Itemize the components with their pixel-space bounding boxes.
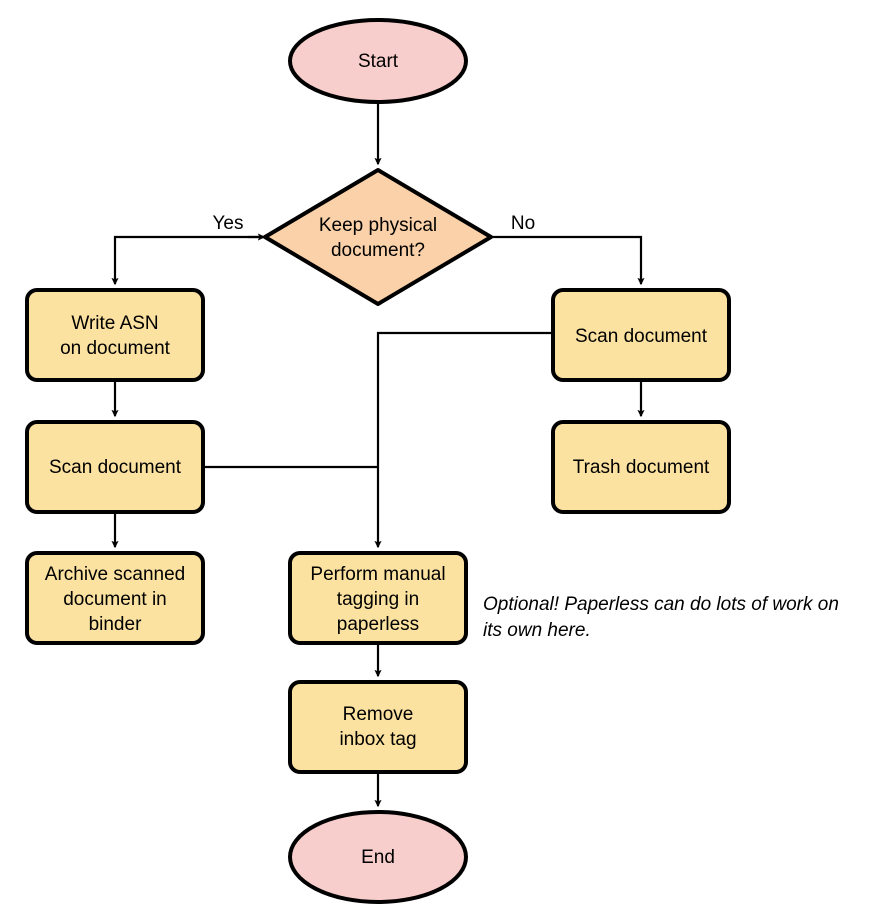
node-archive-label-line3: binder	[89, 614, 142, 635]
node-end-label: End	[361, 847, 395, 868]
annotation-optional-note: Optional! Paperless can do lots of work …	[483, 594, 839, 641]
node-end-shape[interactable]	[288, 810, 468, 904]
node-decision-label-line1: Keep physical	[319, 215, 437, 236]
edge-labels-layer: Yes No	[213, 213, 536, 234]
node-scan-document-right-label: Scan document	[575, 326, 708, 347]
node-write-asn-label-line1: Write ASN	[71, 313, 158, 334]
node-scan-document-left-label: Scan document	[49, 457, 182, 478]
node-manual-tagging[interactable]: Perform manual tagging in paperless	[288, 551, 468, 645]
node-scan-document-right[interactable]: Scan document	[551, 288, 731, 382]
node-start-shape[interactable]	[288, 18, 468, 104]
node-manual-tagging-label-line1: Perform manual	[310, 564, 445, 585]
node-write-asn-shape[interactable]	[25, 288, 205, 382]
edge-label-yes: Yes	[213, 213, 244, 234]
node-scan-document-right-shape[interactable]	[551, 288, 731, 382]
node-archive-label-line2: document in	[63, 589, 167, 610]
node-remove-inbox-tag[interactable]: Remove inbox tag	[288, 680, 468, 774]
nodes-layer: Start Keep physical document? Write ASN …	[25, 18, 731, 904]
node-archive-in-binder-shape[interactable]	[25, 551, 205, 645]
optional-note-line1: Optional! Paperless can do lots of work …	[483, 594, 839, 615]
node-remove-inbox-tag-label-line1: Remove	[343, 704, 414, 725]
edge-decision-no	[491, 235, 645, 286]
node-decision-label-line2: document?	[331, 240, 425, 261]
edge-label-no: No	[511, 213, 535, 234]
node-start[interactable]: Start	[288, 18, 468, 104]
node-start-label: Start	[358, 51, 399, 72]
optional-note-line2: its own here.	[483, 620, 591, 641]
node-decision-shape[interactable]	[263, 168, 493, 306]
node-write-asn[interactable]: Write ASN on document	[25, 288, 205, 382]
node-scan-document-left-shape[interactable]	[25, 420, 205, 514]
node-remove-inbox-tag-shape[interactable]	[288, 680, 468, 774]
node-archive-in-binder[interactable]: Archive scanned document in binder	[25, 551, 205, 645]
node-trash-document[interactable]: Trash document	[551, 420, 731, 514]
edges-layer	[111, 102, 645, 808]
edge-scan-right-to-tagging	[374, 331, 553, 549]
node-write-asn-label-line2: on document	[60, 338, 171, 359]
node-manual-tagging-label-line2: tagging in	[337, 589, 419, 610]
node-trash-document-shape[interactable]	[551, 420, 731, 514]
node-manual-tagging-label-line3: paperless	[337, 614, 419, 635]
node-end[interactable]: End	[288, 810, 468, 904]
node-manual-tagging-shape[interactable]	[288, 551, 468, 645]
node-trash-document-label: Trash document	[573, 457, 710, 478]
edge-decision-yes	[111, 235, 265, 286]
node-archive-label-line1: Archive scanned	[45, 564, 185, 585]
node-decision-keep-physical-document[interactable]: Keep physical document?	[263, 168, 493, 306]
node-scan-document-left[interactable]: Scan document	[25, 420, 205, 514]
node-remove-inbox-tag-label-line2: inbox tag	[339, 729, 416, 750]
